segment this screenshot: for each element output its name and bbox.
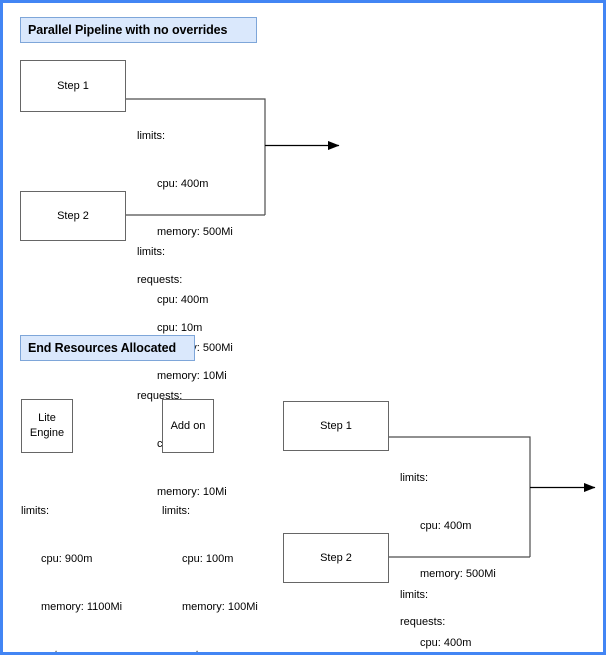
limits-cpu: cpu: 400m: [420, 520, 472, 532]
node-top-step-1[interactable]: Step 1: [20, 60, 126, 112]
requests-label: requests:: [21, 649, 67, 655]
resources-bottom-step-2: limits: cpu: 400m memory: 500Mi requests…: [400, 555, 496, 652]
resources-add-on: limits: cpu: 100m memory: 100Mi requests…: [162, 471, 258, 655]
requests-memory: memory: 10Mi: [157, 370, 227, 382]
resources-lite-engine: limits: cpu: 900m memory: 1100Mi request…: [21, 471, 123, 655]
limits-memory: memory: 500Mi: [157, 226, 233, 238]
banner-parallel-pipeline: Parallel Pipeline with no overrides: [20, 17, 257, 43]
limits-label: limits:: [400, 589, 429, 601]
resources-bottom-step-1: limits: cpu: 400m memory: 500Mi requests…: [400, 438, 496, 652]
node-top-step-2[interactable]: Step 2: [20, 191, 126, 241]
limits-cpu: cpu: 400m: [157, 294, 209, 306]
requests-label: requests:: [400, 616, 446, 628]
node-bottom-step-2-label: Step 2: [320, 551, 352, 564]
requests-label: requests:: [137, 274, 183, 286]
node-top-step-1-label: Step 1: [57, 79, 89, 92]
limits-label: limits:: [400, 472, 429, 484]
banner-end-resources-label: End Resources Allocated: [28, 341, 176, 355]
node-bottom-step-2[interactable]: Step 2: [283, 533, 389, 583]
resources-top-step-1: limits: cpu: 400m memory: 500Mi requests…: [137, 96, 233, 416]
limits-cpu: cpu: 400m: [157, 178, 209, 190]
limits-cpu: cpu: 100m: [182, 553, 234, 565]
node-add-on[interactable]: Add on: [162, 399, 214, 453]
banner-parallel-pipeline-label: Parallel Pipeline with no overrides: [28, 23, 228, 37]
limits-label: limits:: [21, 505, 50, 517]
limits-memory: memory: 100Mi: [182, 601, 258, 613]
limits-label: limits:: [137, 246, 166, 258]
node-bottom-step-1[interactable]: Step 1: [283, 401, 389, 451]
node-bottom-step-1-label: Step 1: [320, 419, 352, 432]
limits-memory: memory: 500Mi: [420, 568, 496, 580]
node-add-on-label-line-1: Add on: [170, 419, 206, 432]
limits-label: limits:: [137, 130, 166, 142]
requests-cpu: cpu: 10m: [157, 322, 203, 334]
node-lite-engine-label-line-1: Lite: [38, 412, 56, 424]
limits-label: limits:: [162, 505, 191, 517]
limits-cpu: cpu: 900m: [41, 553, 93, 565]
limits-memory: memory: 1100Mi: [41, 601, 123, 613]
node-lite-engine[interactable]: Lite Engine: [21, 399, 73, 453]
node-lite-engine-label-line-2: Engine: [29, 427, 65, 439]
node-top-step-2-label: Step 2: [57, 209, 89, 222]
banner-end-resources: End Resources Allocated: [20, 335, 195, 361]
requests-label: requests:: [162, 649, 208, 655]
limits-cpu: cpu: 400m: [420, 637, 472, 649]
requests-memory: memory: 10Mi: [157, 486, 227, 498]
